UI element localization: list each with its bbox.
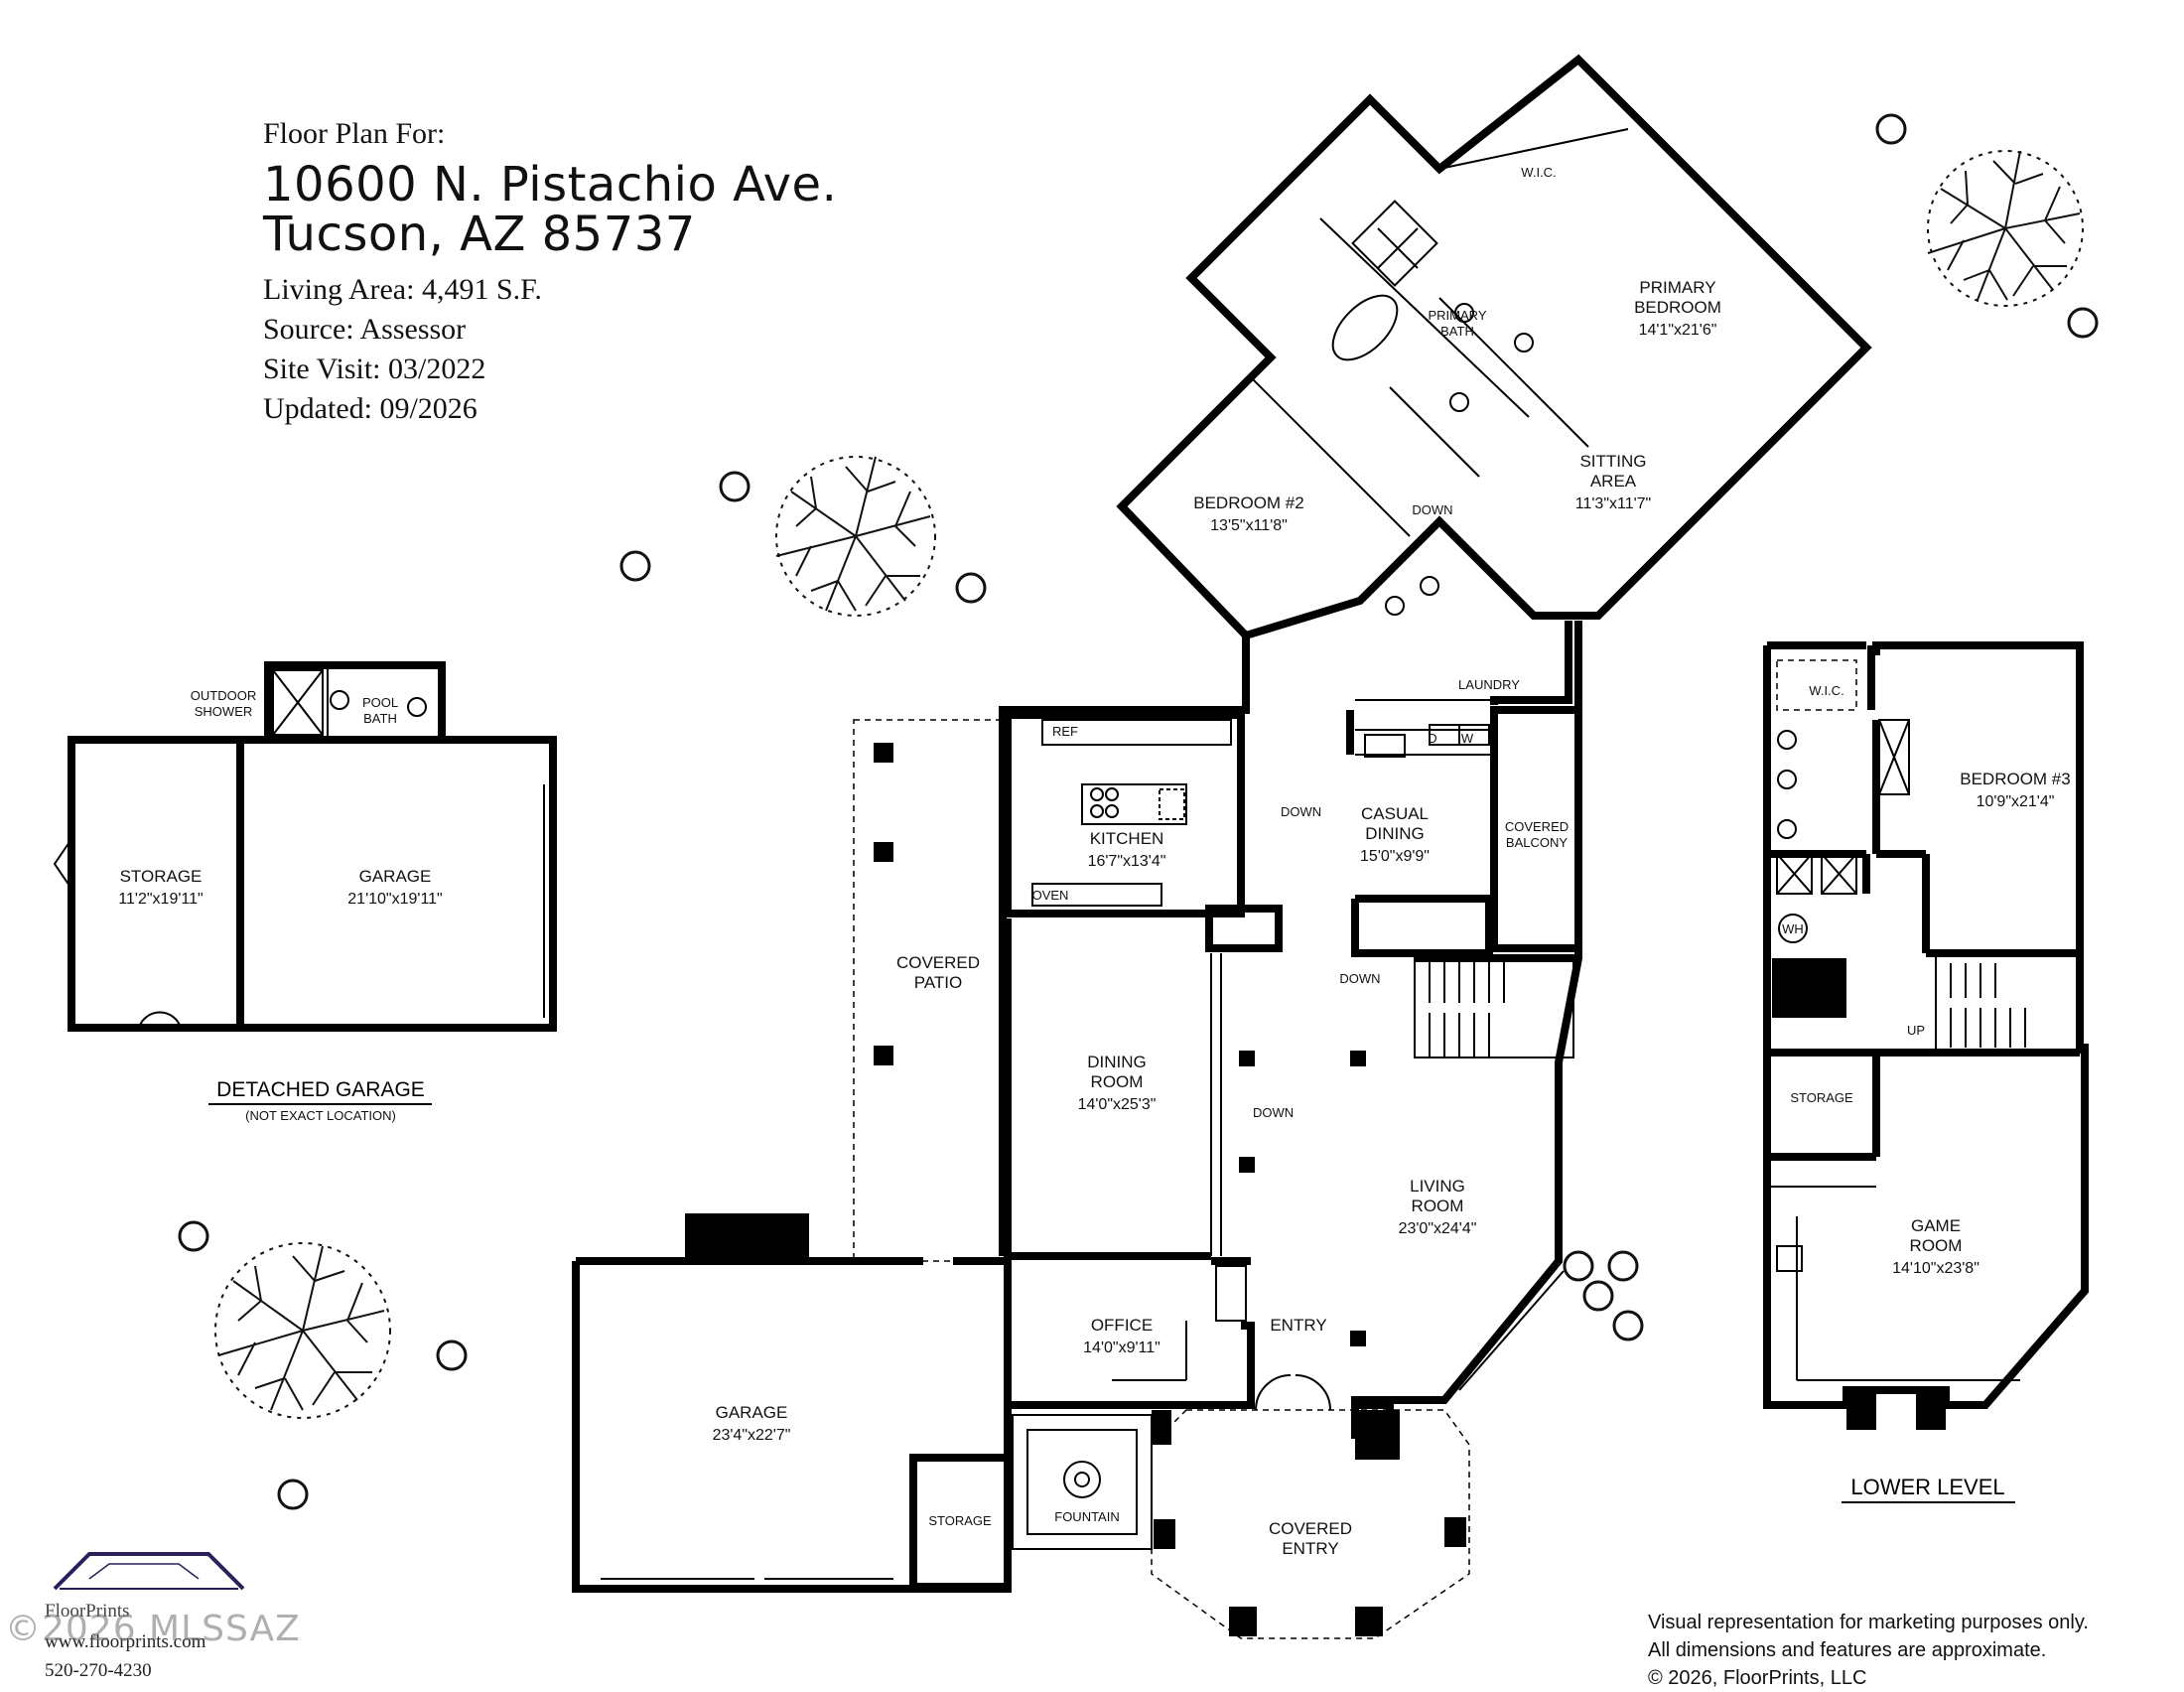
wic-lower-label: W.I.C. [1809, 683, 1843, 698]
storage-detached-dim: 11'2"x19'11" [118, 891, 203, 908]
living-room-label-2: ROOM [1412, 1197, 1464, 1215]
garage-detached-label: GARAGE [359, 867, 432, 886]
pool-bath-label-2: BATH [363, 711, 397, 726]
casual-dining-label-2: DINING [1365, 824, 1425, 843]
lower-level-plan [1763, 641, 2089, 1430]
entry-label: ENTRY [1270, 1316, 1326, 1335]
floorprints-logo [53, 1552, 245, 1591]
office-dim: 14'0"x9'11" [1083, 1340, 1160, 1356]
outdoor-shower-label-2: SHOWER [195, 704, 253, 719]
down-label-dining: DOWN [1253, 1105, 1294, 1120]
source: Source: Assessor [263, 313, 467, 346]
address-line-2: Tucson, AZ 85737 [263, 207, 696, 262]
detached-garage-plan [53, 661, 557, 1032]
detached-garage-caption: DETACHED GARAGE [216, 1078, 425, 1101]
disclaimer-line-3: © 2026, FloorPrints, LLC [1648, 1667, 1867, 1689]
garage-main-label: GARAGE [716, 1403, 788, 1422]
sitting-area-label-1: SITTING [1579, 452, 1646, 471]
tree-icon [1927, 150, 2084, 307]
logo-name: FloorPrints [45, 1601, 130, 1622]
disclaimer-line-2: All dimensions and features are approxim… [1648, 1639, 2047, 1661]
laundry-label: LAUNDRY [1458, 677, 1520, 692]
dryer-label: D [1428, 731, 1436, 746]
bedroom-3-label: BEDROOM #3 [1960, 770, 2070, 788]
garage-detached-dim: 21'10"x19'11" [347, 891, 442, 908]
fountain-label: FOUNTAIN [1054, 1509, 1119, 1524]
primary-bath-label-2: BATH [1440, 324, 1474, 339]
living-room-label-1: LIVING [1410, 1177, 1465, 1196]
kitchen-label: KITCHEN [1090, 829, 1164, 848]
casual-dining-dim: 15'0"x9'9" [1360, 848, 1430, 865]
room-labels: W.I.C. PRIMARY BATH PRIMARY BEDROOM 14'1… [118, 165, 2070, 1558]
bedroom-3-dim: 10'9"x21'4" [1977, 793, 2055, 810]
game-room-dim: 14'10"x23'8" [1892, 1260, 1979, 1277]
mls-watermark: ©2026 MLSSAZ [5, 1609, 301, 1649]
covered-balcony-label-2: BALCONY [1506, 835, 1568, 850]
sitting-area-dim: 11'3"x11'7" [1575, 495, 1651, 512]
primary-bath-label-1: PRIMARY [1429, 308, 1487, 323]
bedroom-2-dim: 13'5"x11'8" [1210, 517, 1288, 534]
primary-bedroom-dim: 14'1"x21'6" [1639, 322, 1717, 339]
not-exact-location-caption: (NOT EXACT LOCATION) [245, 1108, 396, 1123]
disclaimer-line-1: Visual representation for marketing purp… [1648, 1612, 2089, 1633]
covered-patio-label-1: COVERED [896, 953, 980, 972]
tree-icon [775, 456, 936, 617]
kitchen-dim: 16'7"x13'4" [1088, 853, 1166, 870]
pool-bath-label-1: POOL [362, 695, 398, 710]
storage-main-label: STORAGE [928, 1513, 992, 1528]
covered-balcony-label-1: COVERED [1505, 819, 1569, 834]
wic-main-label: W.I.C. [1521, 165, 1556, 180]
dining-room-label-2: ROOM [1091, 1072, 1144, 1091]
down-label-stair: DOWN [1339, 971, 1380, 986]
disclaimer: Visual representation for marketing purp… [1648, 1609, 2089, 1692]
casual-dining-label-1: CASUAL [1361, 804, 1429, 823]
site-visit: Site Visit: 03/2022 [263, 352, 486, 385]
dining-room-dim: 14'0"x25'3" [1078, 1096, 1157, 1113]
storage-detached-label: STORAGE [120, 867, 203, 886]
up-label: UP [1907, 1023, 1925, 1038]
tree-icon [214, 1242, 391, 1419]
primary-bedroom-label-2: BEDROOM [1634, 298, 1721, 317]
covered-patio-label-2: PATIO [914, 973, 963, 992]
down-label-primary: DOWN [1412, 502, 1452, 517]
floor-plan-for-label: Floor Plan For: [263, 117, 446, 150]
storage-lower-label: STORAGE [1790, 1090, 1853, 1105]
bedroom-2-label: BEDROOM #2 [1193, 494, 1303, 512]
primary-bedroom-label-1: PRIMARY [1639, 278, 1715, 297]
logo-phone: 520-270-4230 [45, 1660, 152, 1681]
living-area: Living Area: 4,491 S.F. [263, 273, 542, 306]
updated-date: Updated: 09/2026 [263, 392, 478, 425]
game-room-label-1: GAME [1911, 1216, 1961, 1235]
down-label-kitchen: DOWN [1281, 804, 1321, 819]
lower-level-caption: LOWER LEVEL [1850, 1475, 2004, 1499]
covered-entry-label-2: ENTRY [1282, 1539, 1338, 1558]
garage-main-dim: 23'4"x22'7" [713, 1427, 791, 1444]
main-level-plan [572, 54, 1872, 1639]
outdoor-shower-label-1: OUTDOOR [191, 688, 256, 703]
sitting-area-label-2: AREA [1590, 472, 1637, 491]
oven-label: OVEN [1032, 888, 1069, 903]
logo-website: www.floorprints.com [45, 1631, 206, 1652]
address-line-1: 10600 N. Pistachio Ave. [263, 157, 838, 212]
shrub-icon [178, 113, 2099, 1510]
office-label: OFFICE [1091, 1316, 1153, 1335]
dining-room-label-1: DINING [1087, 1053, 1147, 1071]
ref-label: REF [1052, 724, 1078, 739]
water-heater-label: WH [1782, 921, 1804, 936]
game-room-label-2: ROOM [1910, 1236, 1963, 1255]
washer-label: W [1461, 731, 1474, 746]
covered-entry-label-1: COVERED [1269, 1519, 1352, 1538]
living-room-dim: 23'0"x24'4" [1399, 1220, 1477, 1237]
